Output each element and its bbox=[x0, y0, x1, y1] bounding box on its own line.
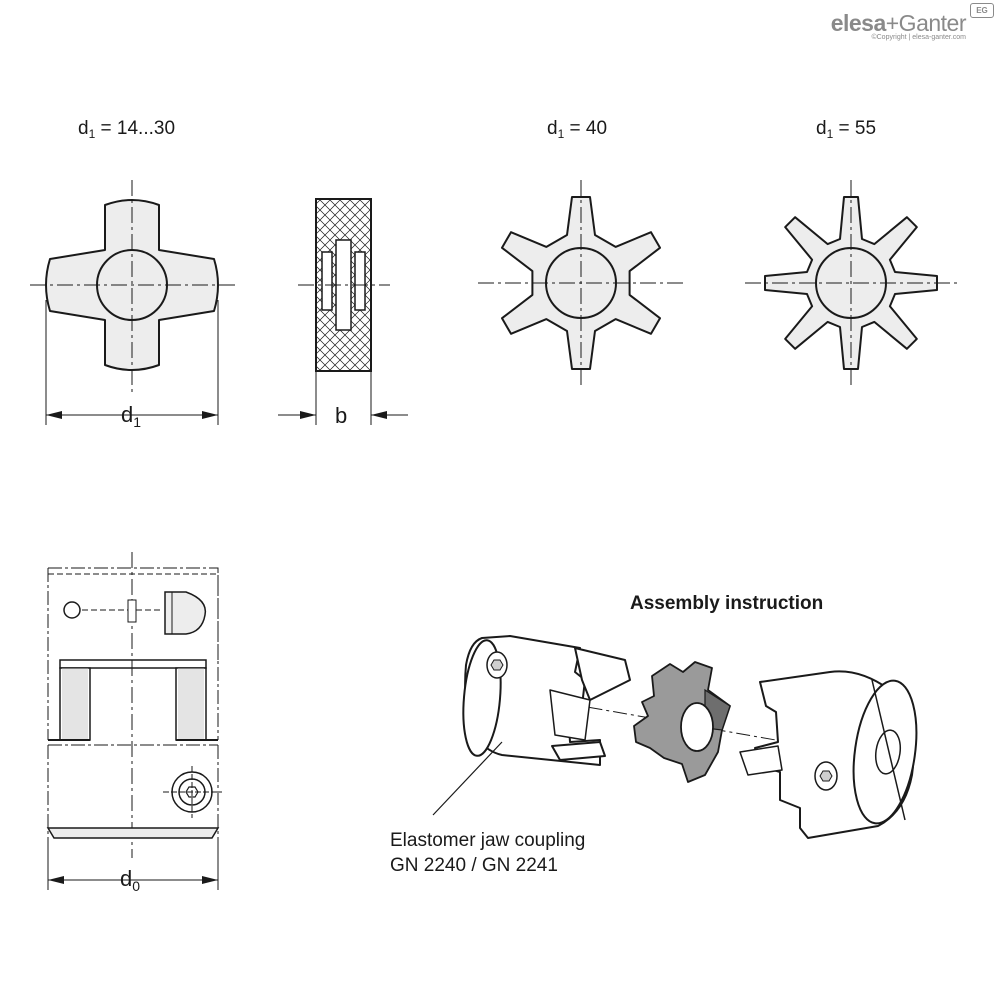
assembly-left-hub bbox=[462, 635, 631, 766]
assembly-spider bbox=[633, 661, 731, 783]
d1-arrow-right bbox=[202, 411, 218, 419]
spider-4-arm-view bbox=[30, 180, 235, 425]
spider-8-arm-view bbox=[745, 180, 957, 386]
assembly-callout: Elastomer jaw coupling GN 2240 / GN 2241 bbox=[390, 828, 585, 878]
assembly-title: Assembly instruction bbox=[630, 593, 824, 614]
right-hub-jaw bbox=[739, 745, 783, 776]
dimension-d0: d0 bbox=[120, 866, 141, 894]
dimension-d1: d1 bbox=[121, 402, 142, 430]
d0-arrow-left bbox=[48, 876, 64, 884]
hub-side-view bbox=[46, 552, 222, 890]
left-hub-screw-hex bbox=[490, 659, 504, 671]
hub-jaw-right bbox=[175, 667, 207, 741]
spider-side-section bbox=[278, 198, 408, 425]
assembly-illustration bbox=[432, 635, 918, 839]
label-spider-8: d1 = 55 bbox=[816, 118, 877, 141]
right-hub-screw-hex bbox=[819, 770, 833, 782]
spider-6-arm-view bbox=[478, 180, 684, 386]
label-spider-4: d1 = 14...30 bbox=[78, 118, 176, 141]
brand-name: elesa+Ganter bbox=[830, 10, 967, 36]
brand-copyright: ©Copyright | elesa-ganter.com bbox=[871, 34, 966, 41]
assembly-right-hub bbox=[739, 670, 918, 839]
d0-arrow-right bbox=[202, 876, 218, 884]
brand-badge-icon: EG bbox=[970, 3, 994, 18]
hub-bottom-chamfer bbox=[46, 827, 220, 839]
left-hub-jaw-upper bbox=[574, 647, 631, 701]
hub-jaw-right-shade bbox=[178, 668, 204, 740]
left-hub-jaw-mid bbox=[549, 689, 591, 741]
b-arrow-right bbox=[371, 411, 387, 419]
b-arrow-left bbox=[300, 411, 316, 419]
left-hub-jaw-lower bbox=[551, 741, 606, 761]
hub-jaw-left-shade bbox=[62, 668, 88, 740]
callout-line-2: GN 2240 / GN 2241 bbox=[390, 855, 558, 876]
d1-arrow-left bbox=[46, 411, 62, 419]
dimension-b: b bbox=[335, 403, 348, 428]
right-hub-bore bbox=[874, 729, 902, 775]
spider-section-slot-right bbox=[354, 251, 366, 311]
hub-pin-hole bbox=[63, 601, 81, 619]
hub-clamp-screw-top bbox=[164, 591, 207, 635]
hub-jaw-bar bbox=[59, 659, 207, 669]
callout-leader-line bbox=[432, 741, 503, 816]
right-hub-slot bbox=[871, 679, 906, 821]
brand-logo: elesa+Ganter ©Copyright | elesa-ganter.c… bbox=[830, 10, 967, 41]
label-spider-6: d1 = 40 bbox=[547, 118, 608, 141]
callout-line-1: Elastomer jaw coupling bbox=[390, 830, 586, 851]
assembly-spider-bore bbox=[680, 702, 714, 752]
hub-bore-marker bbox=[127, 599, 137, 623]
spider-section-slot-left bbox=[321, 251, 333, 311]
